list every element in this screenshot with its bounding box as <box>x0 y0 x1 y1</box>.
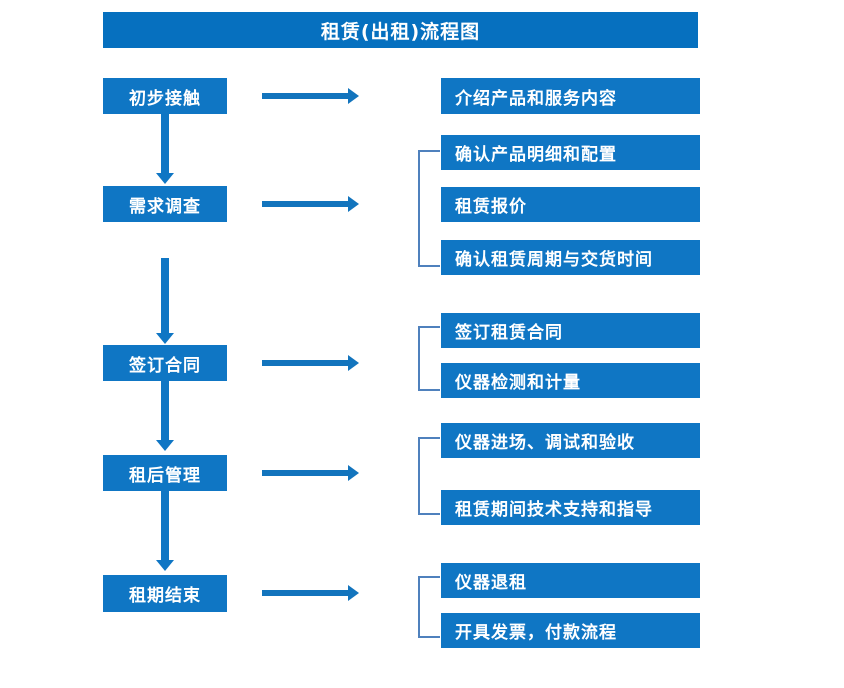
arrow-right-4 <box>262 465 359 481</box>
detail-node-2-1[interactable]: 确认产品明细和配置 <box>441 135 700 170</box>
arrow-down-1 <box>155 114 175 184</box>
arrow-right-5 <box>262 585 359 601</box>
arrow-head <box>156 560 174 571</box>
detail-node-4-2[interactable]: 租赁期间技术支持和指导 <box>441 490 700 525</box>
arrow-right-2 <box>262 196 359 212</box>
detail-node-1-1[interactable]: 介绍产品和服务内容 <box>441 78 700 114</box>
arrow-head <box>348 88 359 104</box>
detail-node-5-1[interactable]: 仪器退租 <box>441 563 700 598</box>
bracket-connector-4 <box>418 437 440 515</box>
arrow-shaft <box>262 470 350 476</box>
stage-node-2[interactable]: 需求调查 <box>103 186 227 222</box>
arrow-shaft <box>262 360 350 366</box>
arrow-down-3 <box>155 381 175 451</box>
arrow-down-4 <box>155 491 175 571</box>
arrow-right-1 <box>262 88 359 104</box>
arrow-head <box>348 355 359 371</box>
arrow-down-2 <box>155 258 175 344</box>
detail-node-3-2[interactable]: 仪器检测和计量 <box>441 363 700 398</box>
diagram-title: 租赁(出租)流程图 <box>103 12 698 48</box>
bracket-connector-2 <box>418 150 440 267</box>
arrow-shaft <box>262 93 350 99</box>
stage-node-1[interactable]: 初步接触 <box>103 78 227 114</box>
bracket-connector-5 <box>418 576 440 638</box>
arrow-head <box>156 333 174 344</box>
arrow-right-3 <box>262 355 359 371</box>
arrow-head <box>348 585 359 601</box>
detail-node-3-1[interactable]: 签订租赁合同 <box>441 313 700 348</box>
detail-node-2-3[interactable]: 确认租赁周期与交货时间 <box>441 240 700 275</box>
arrow-shaft <box>161 114 169 173</box>
arrow-shaft <box>161 491 169 560</box>
arrow-shaft <box>262 201 350 207</box>
bracket-connector-3 <box>418 326 440 391</box>
stage-node-3[interactable]: 签订合同 <box>103 345 227 381</box>
arrow-head <box>156 173 174 184</box>
arrow-head <box>156 440 174 451</box>
arrow-head <box>348 196 359 212</box>
arrow-shaft <box>262 590 350 596</box>
arrow-head <box>348 465 359 481</box>
arrow-shaft <box>161 381 169 440</box>
detail-node-2-2[interactable]: 租赁报价 <box>441 187 700 222</box>
detail-node-5-2[interactable]: 开具发票，付款流程 <box>441 613 700 648</box>
detail-node-4-1[interactable]: 仪器进场、调试和验收 <box>441 423 700 458</box>
arrow-shaft <box>161 258 169 333</box>
stage-node-4[interactable]: 租后管理 <box>103 455 227 491</box>
stage-node-5[interactable]: 租期结束 <box>103 575 227 612</box>
